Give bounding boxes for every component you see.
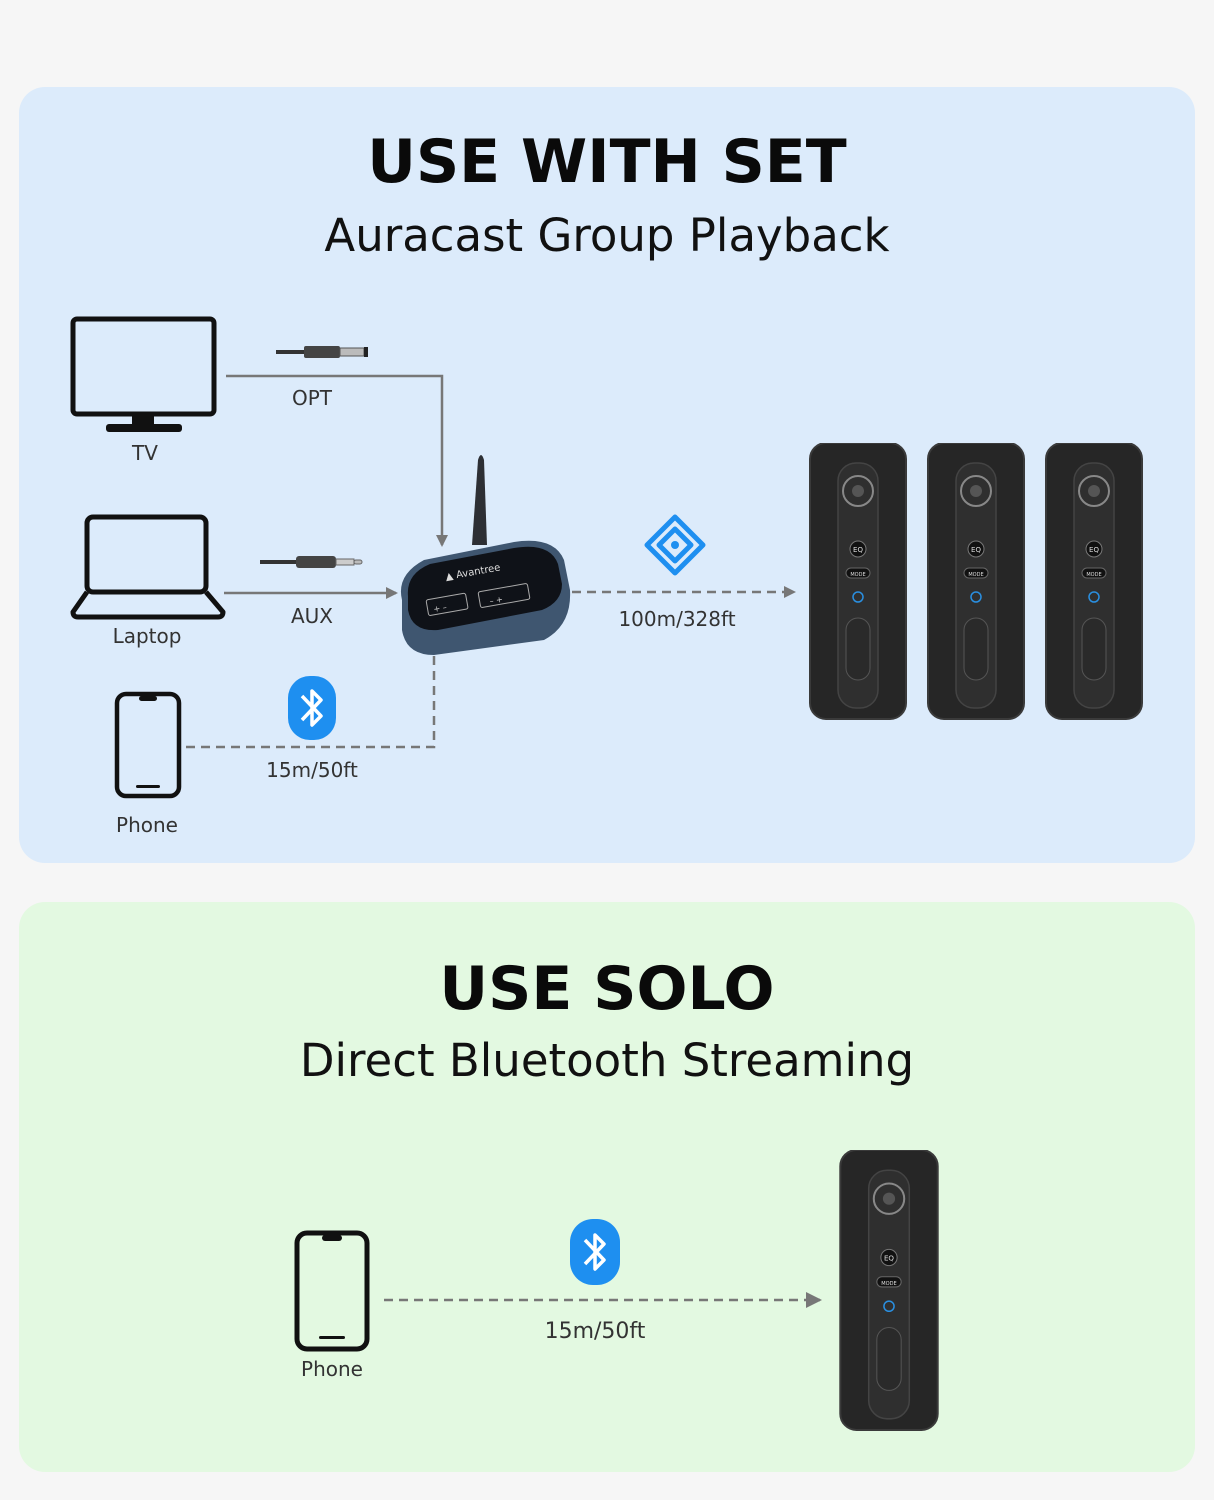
aux-label: AUX <box>290 604 334 628</box>
opt-line <box>226 374 448 547</box>
tv-label: TV <box>132 441 158 465</box>
laptop-icon <box>70 514 226 620</box>
svg-text:EQ: EQ <box>884 1254 894 1263</box>
svg-text:EQ: EQ <box>971 546 981 554</box>
bt-line <box>186 640 440 749</box>
solo-connector <box>384 1292 822 1308</box>
solo-subtitle: Direct Bluetooth Streaming <box>299 1034 915 1087</box>
solo-bt-range-label: 15m/50ft <box>544 1319 646 1344</box>
speaker: EQ MODE <box>926 443 1026 721</box>
solo-phone-label: Phone <box>301 1357 363 1381</box>
svg-text:MODE: MODE <box>968 572 983 578</box>
speaker: EQ MODE <box>1044 443 1144 721</box>
svg-text:MODE: MODE <box>850 572 865 578</box>
transmitter-device: ▲ Avantree + – – + <box>394 450 580 664</box>
phone-icon <box>114 691 182 799</box>
svg-text:EQ: EQ <box>853 546 863 554</box>
tv-icon <box>70 316 218 434</box>
aux-plug-icon <box>260 553 364 571</box>
svg-text:MODE: MODE <box>881 1281 896 1287</box>
opt-label: OPT <box>291 386 333 410</box>
set-connectors <box>186 374 796 749</box>
laptop-label: Laptop <box>112 624 182 648</box>
svg-text:MODE: MODE <box>1086 572 1101 578</box>
svg-text:EQ: EQ <box>1089 546 1099 554</box>
auracast-range-label: 100m/328ft <box>618 607 736 631</box>
speaker: EQ MODE <box>838 1150 940 1432</box>
phone-label: Phone <box>116 813 178 837</box>
set-title: USE WITH SET <box>367 127 847 197</box>
svg-text:+ –: + – <box>433 603 448 614</box>
bluetooth-icon <box>288 676 336 740</box>
auracast-icon <box>644 514 706 576</box>
phone-icon <box>294 1230 370 1352</box>
speaker: EQ MODE <box>808 443 908 721</box>
bluetooth-icon <box>570 1219 620 1285</box>
bt-range-label: 15m/50ft <box>266 758 358 782</box>
svg-text:– +: – + <box>489 595 504 606</box>
set-subtitle: Auracast Group Playback <box>324 209 890 262</box>
use-solo-panel: USE SOLO Direct Bluetooth Streaming <box>19 902 1195 1472</box>
solo-title: USE SOLO <box>439 954 775 1024</box>
optical-plug-icon <box>276 343 370 361</box>
